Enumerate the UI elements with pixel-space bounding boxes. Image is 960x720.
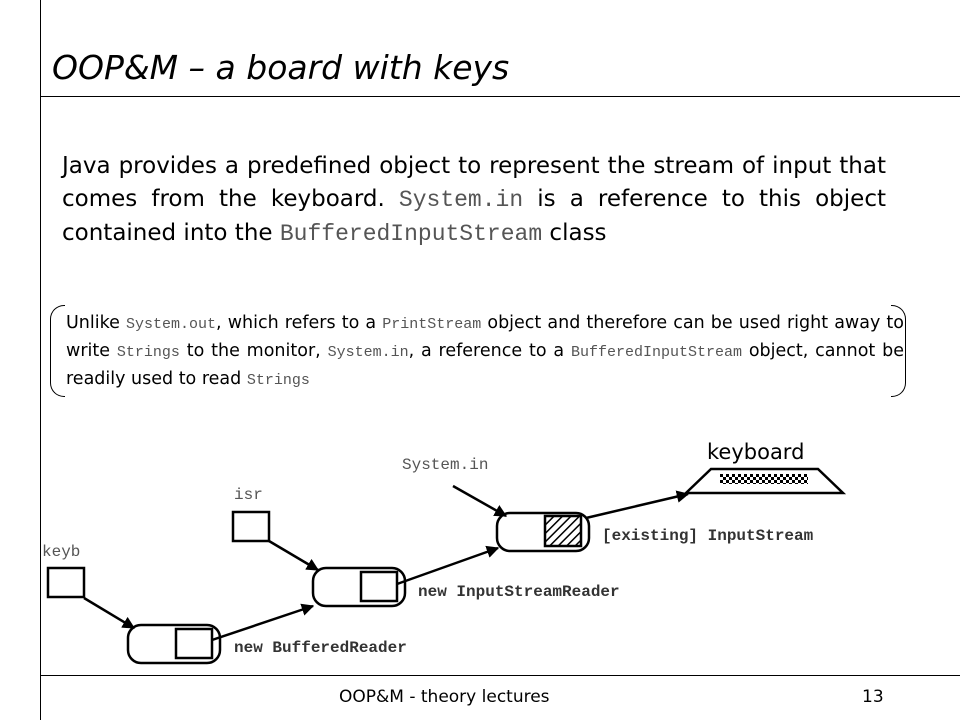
- bufferedreader-field-box: [174, 627, 214, 660]
- note-text: Unlike: [66, 313, 127, 333]
- note-code: BufferedInputStream: [570, 344, 742, 361]
- keyb-to-bufferedreader-arrow: [83, 596, 136, 630]
- paragraph-text: class: [542, 220, 607, 246]
- inputstream-label: [existing] InputStream: [602, 527, 814, 545]
- paragraph-code: System.in: [398, 187, 524, 213]
- paragraph-text: is a reference to this object contained …: [62, 186, 886, 246]
- keyboard-label: keyboard: [707, 440, 805, 464]
- note-paragraph: Unlike System.out, which refers to a Pri…: [66, 310, 904, 394]
- inputstream-hatched-field: [543, 514, 583, 548]
- left-vertical-rule: [40, 0, 41, 720]
- note-text: , which refers to a: [216, 313, 383, 333]
- inputstream-to-keyboard-arrow: [585, 490, 690, 520]
- note-code: Strings: [116, 344, 180, 361]
- keyboard-keys: [720, 474, 808, 484]
- systemin-to-inputstream-arrow: [452, 484, 508, 518]
- bufferedreader-label: new BufferedReader: [234, 639, 407, 657]
- note-text: object, cannot be readily used to read: [66, 341, 904, 389]
- inputstreamreader-field-box: [359, 570, 399, 603]
- note-code: Strings: [246, 372, 310, 389]
- note-text: object and therefore can be used right a…: [66, 313, 904, 361]
- title-underline: [40, 96, 960, 97]
- isr-to-inputstreamreader-arrow: [268, 539, 320, 572]
- note-code: System.out: [126, 316, 217, 333]
- footer-rule: [40, 675, 960, 676]
- isr-label: isr: [234, 486, 263, 504]
- intro-paragraph: Java provides a predefined object to rep…: [62, 150, 886, 251]
- bufferedreader-to-inputstreamreader-arrow: [211, 603, 315, 642]
- footer-text: OOP&M - theory lectures: [339, 687, 550, 707]
- inputstreamreader-label: new InputStreamReader: [418, 583, 620, 601]
- inputstreamreader-to-inputstream-arrow: [396, 545, 500, 586]
- isr-reference-box: [231, 510, 271, 543]
- keyb-reference-box: [46, 566, 86, 599]
- page-number: 13: [862, 687, 884, 707]
- system-in-label: System.in: [402, 456, 489, 474]
- note-code: PrintStream: [382, 316, 482, 333]
- paragraph-code: BufferedInputStream: [279, 221, 543, 247]
- note-code: System.in: [327, 344, 409, 361]
- paragraph-text: Java provides a predefined object to rep…: [62, 153, 886, 212]
- slide-title: OOP&M – a board with keys: [52, 48, 510, 87]
- keyb-label: keyb: [42, 543, 81, 561]
- note-text: , a reference to a: [408, 341, 571, 361]
- note-text: to the monitor,: [179, 341, 328, 361]
